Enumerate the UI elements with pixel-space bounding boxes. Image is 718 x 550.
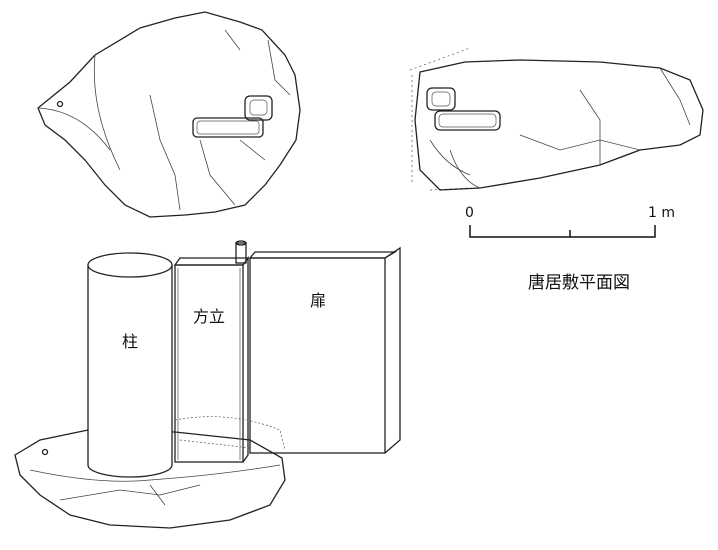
door-label: 扉	[310, 291, 327, 310]
door-jamb-label: 方立	[193, 307, 226, 326]
pillar-label: 柱	[122, 332, 139, 351]
door-jamb	[173, 255, 250, 463]
door-slot	[434, 110, 501, 131]
pillar	[87, 252, 173, 478]
door-panel	[174, 246, 401, 454]
scale-end-label: 1 m	[648, 205, 675, 221]
scale-start-label: 0	[465, 205, 474, 221]
stone-plan-left	[37, 11, 301, 218]
pivot-socket	[244, 95, 273, 121]
pivot-post	[235, 242, 247, 264]
door-slot	[192, 117, 264, 138]
stone-plan-right	[409, 47, 704, 191]
scale-bar	[469, 225, 656, 238]
figure-title: 唐居敷平面図	[528, 273, 630, 293]
pivot-socket	[426, 87, 456, 111]
